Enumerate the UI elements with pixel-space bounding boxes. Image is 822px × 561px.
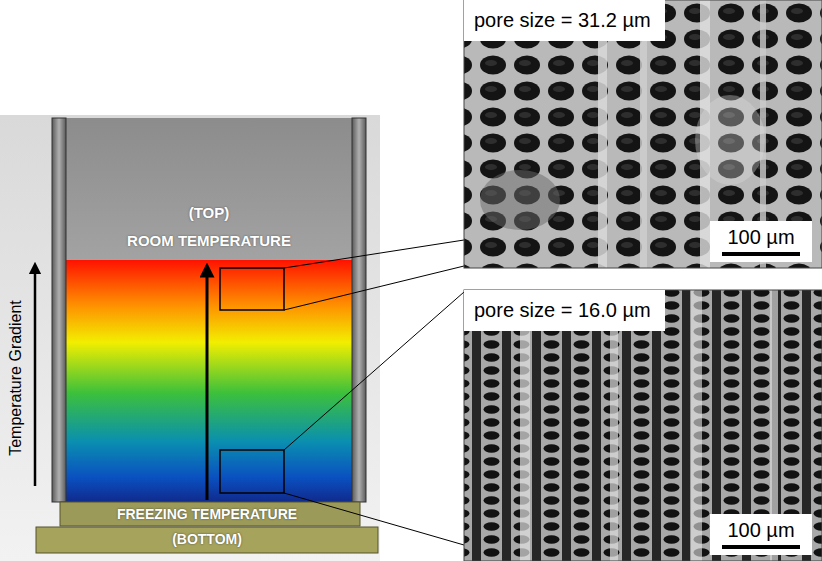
zoom-box xyxy=(220,268,284,310)
scale-box: 100 µm xyxy=(710,514,812,555)
pore-size-label: pore size = 31.2 µm xyxy=(474,8,651,32)
pore-size-label: pore size = 16.0 µm xyxy=(474,298,651,322)
scale-label: 100 µm xyxy=(722,225,800,249)
gradient-arrow xyxy=(34,268,37,486)
label-box: pore size = 16.0 µm xyxy=(464,290,665,331)
temperature-label: ROOM TEMPERATURE xyxy=(127,232,291,250)
freezing-plate: FREEZING TEMPERATURE (BOTTOM) xyxy=(32,502,382,554)
scale-label: 100 µm xyxy=(722,518,800,542)
background xyxy=(0,115,380,561)
label-box: pore size = 31.2 µm xyxy=(464,0,665,41)
growth-arrow xyxy=(206,270,209,500)
mold-wall xyxy=(352,118,366,502)
air-region xyxy=(66,118,352,262)
mold-top: (TOP) ROOM TEMPERATURE xyxy=(68,190,350,258)
sem-image xyxy=(464,290,822,561)
scale-bar xyxy=(722,545,800,549)
gradient-band xyxy=(66,260,352,502)
leader-line xyxy=(284,493,464,545)
position-label: (BOTTOM) xyxy=(32,531,382,548)
leader-line xyxy=(284,240,464,268)
leader-line xyxy=(284,266,464,310)
mold-wall xyxy=(52,118,66,502)
axis-label: Temperature Gradient xyxy=(7,300,25,456)
position-label: (TOP) xyxy=(189,204,230,222)
sem-image xyxy=(464,0,822,268)
sem-panel: pore size = 16.0 µm 100 µm xyxy=(464,290,822,561)
temperature-label: FREEZING TEMPERATURE xyxy=(32,506,382,523)
sem-panel: pore size = 31.2 µm 100 µm xyxy=(464,0,822,268)
leader-line xyxy=(284,292,464,450)
zoom-box xyxy=(220,450,284,493)
scale-bar xyxy=(722,252,800,256)
scale-box: 100 µm xyxy=(710,221,812,262)
